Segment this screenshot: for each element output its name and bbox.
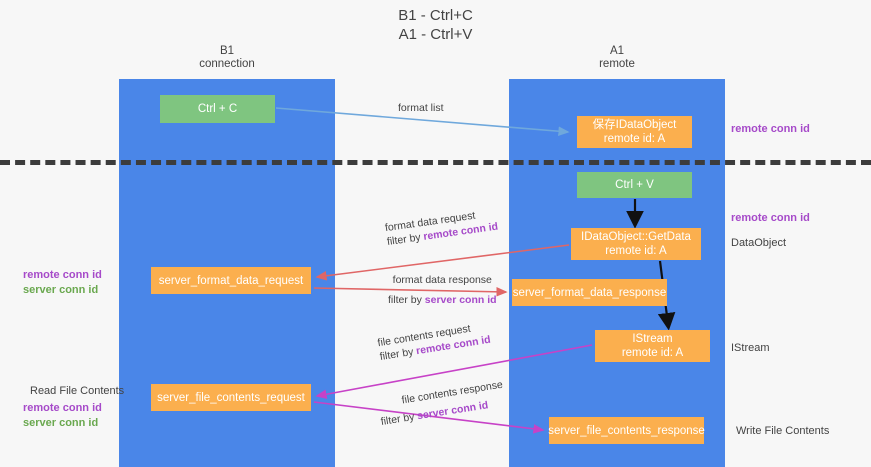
node-server-format-data-response-label: server_format_data_response: [512, 286, 667, 299]
node-idataobject-line2: remote id: A: [603, 133, 666, 145]
node-istream[interactable]: IStream remote id: A: [595, 330, 710, 362]
arrow-format-data-request: [315, 244, 570, 281]
node-server-format-data-request-label: server_format_data_request: [158, 274, 304, 287]
filter-prefix: filter by: [388, 294, 425, 306]
lane-header-b1-subtitle: connection: [199, 58, 255, 70]
node-istream-line1: IStream: [632, 333, 673, 345]
page-title-line2: A1 - Ctrl+V: [398, 26, 473, 43]
node-idataobject-line1: 保存IDataObject: [592, 119, 677, 131]
page-title-line1: B1 - Ctrl+C: [398, 7, 473, 24]
node-server-file-contents-response[interactable]: server_file_contents_response: [548, 417, 705, 444]
phase-divider: [0, 160, 871, 165]
node-server-format-data-request[interactable]: server_format_data_request: [151, 267, 311, 294]
arrow-label-format-data-response-line1: format data response: [392, 274, 492, 286]
side-label-left-server-conn-id: server conn id: [23, 284, 99, 296]
node-server-file-contents-request-label: server_file_contents_request: [157, 391, 305, 404]
filter-key-server-conn-id: server conn id: [424, 294, 497, 306]
node-idataobject-getdata[interactable]: IDataObject::GetData remote id: A: [571, 228, 701, 260]
arrow-file-contents-response: [313, 401, 545, 434]
arrow-file-contents-request: [315, 344, 593, 399]
side-label-remote-conn-id-mid: remote conn id: [731, 212, 810, 224]
page-title: B1 - Ctrl+C A1 - Ctrl+V: [0, 6, 871, 44]
lane-header-a1: A1 remote: [509, 45, 725, 71]
arrow-label-format-data-response-line2: filter by server conn id: [388, 293, 497, 307]
side-label-left-conn-ids-format: remote conn id server conn id: [23, 268, 102, 298]
node-ctrl-v[interactable]: Ctrl + V: [577, 172, 692, 198]
node-idataobject-getdata-line2: remote id: A: [605, 245, 667, 257]
arrow-label-format-data-response: format data response filter by server co…: [388, 273, 497, 307]
side-label-read-file-contents: Read File Contents: [30, 385, 125, 397]
arrow-label-format-list-text: format list: [398, 102, 444, 114]
arrow-format-list: [275, 107, 570, 136]
node-server-file-contents-response-label: server_file_contents_response: [548, 424, 705, 437]
node-istream-line2: remote id: A: [621, 347, 684, 359]
node-ctrl-c-label: Ctrl + C: [197, 103, 238, 115]
arrow-label-format-list: format list: [398, 101, 444, 115]
side-label-left-remote-conn-id: remote conn id: [23, 269, 102, 281]
side-label-left-conn-ids-file: remote conn id server conn id: [23, 401, 102, 431]
side-label-remote-conn-id-top: remote conn id: [731, 123, 810, 135]
lane-header-a1-subtitle: remote: [599, 58, 635, 70]
lane-header-b1-name: B1: [219, 45, 235, 57]
side-label-dataobject: DataObject: [731, 237, 787, 249]
side-label-left-server-conn-id-2: server conn id: [23, 417, 99, 429]
node-ctrl-v-label: Ctrl + V: [615, 179, 654, 191]
node-server-format-data-response[interactable]: server_format_data_response: [512, 279, 667, 306]
arrow-format-data-response: [313, 287, 508, 297]
side-label-write-file-contents: Write File Contents: [736, 425, 830, 437]
node-ctrl-c[interactable]: Ctrl + C: [160, 95, 275, 123]
node-server-file-contents-request[interactable]: server_file_contents_request: [151, 384, 311, 411]
side-label-istream: IStream: [731, 342, 770, 354]
node-idataobject-getdata-line1: IDataObject::GetData: [581, 231, 691, 243]
side-label-left-remote-conn-id-2: remote conn id: [23, 402, 102, 414]
node-idataobject[interactable]: 保存IDataObject remote id: A: [577, 116, 692, 148]
lane-header-b1: B1 connection: [119, 45, 335, 71]
lane-header-a1-name: A1: [609, 45, 625, 57]
